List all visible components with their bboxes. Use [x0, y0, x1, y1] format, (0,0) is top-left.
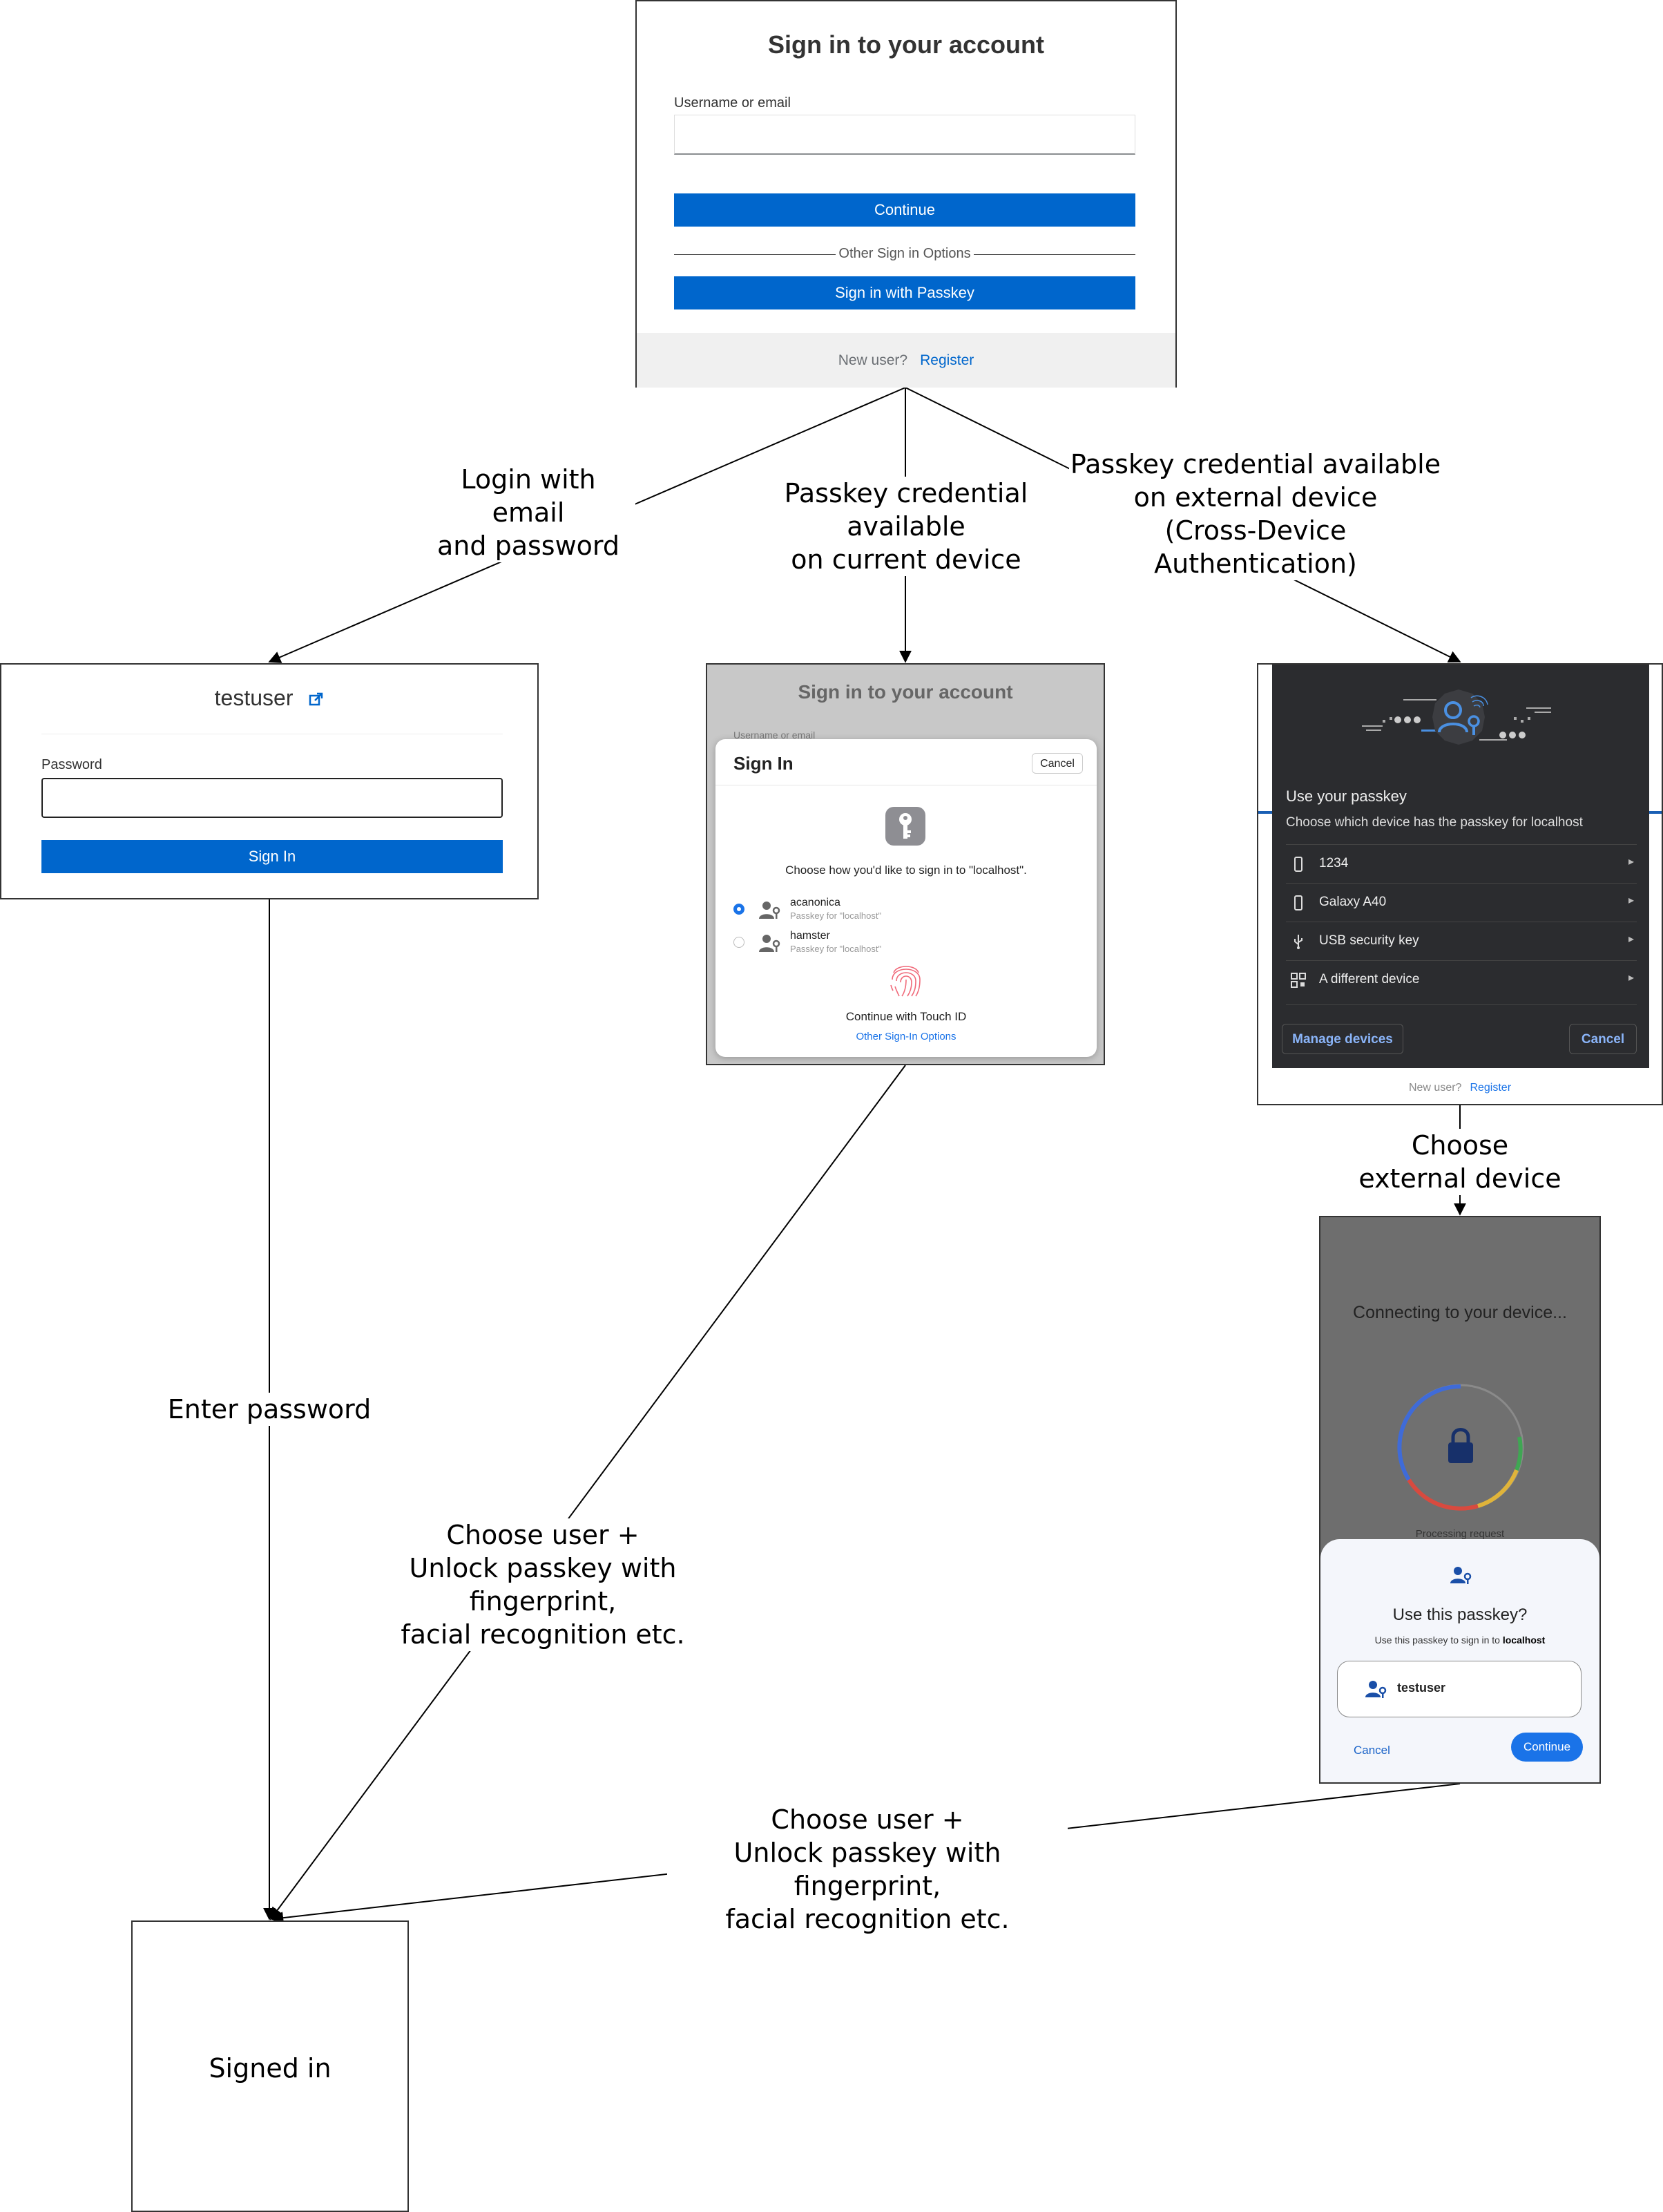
- edge-label-unlock-remote: Choose user + Unlock passkey with finger…: [667, 1803, 1068, 1936]
- register-link[interactable]: Register: [920, 352, 974, 368]
- device-name: USB security key: [1319, 933, 1419, 948]
- account-name: hamster: [790, 930, 830, 942]
- chevron-right-icon: ▸: [1628, 856, 1634, 868]
- password-label: Password: [41, 757, 102, 772]
- qr-code-icon: [1291, 973, 1306, 988]
- page-title: Sign in to your account: [767, 30, 1044, 59]
- register-footer: New user? Register: [637, 333, 1175, 388]
- chevron-right-icon: ▸: [1628, 972, 1634, 984]
- account-sub: Passkey for "localhost": [790, 910, 882, 921]
- account-option-2[interactable]: hamster Passkey for "localhost": [733, 930, 1065, 957]
- choose-prompt: Choose how you'd like to sign in to "loc…: [785, 864, 1027, 877]
- lock-progress-ring: [1397, 1384, 1524, 1511]
- processing-text: Processing request: [1415, 1528, 1505, 1540]
- register-footer: New user? Register: [1258, 1082, 1662, 1094]
- usb-icon: [1294, 935, 1302, 949]
- password-input[interactable]: [41, 778, 503, 818]
- dialog-subheading: Choose which device has the passkey for …: [1286, 815, 1583, 830]
- host-name: localhost: [1502, 1634, 1546, 1646]
- background-title: Sign in to your account: [798, 681, 1013, 703]
- lock-icon: [1448, 1428, 1473, 1463]
- new-user-text: New user?: [1408, 1082, 1462, 1094]
- continue-button[interactable]: Continue: [674, 193, 1135, 227]
- device-name: 1234: [1319, 856, 1349, 870]
- passkey-bottom-sheet: Use this passkey? Use this passkey to si…: [1320, 1539, 1599, 1782]
- account-sub: Passkey for "localhost": [790, 944, 882, 954]
- signin-dialog: Sign In Cancel Choose how you'd like to …: [715, 739, 1097, 1057]
- sheet-title: Use this passkey?: [1392, 1605, 1528, 1624]
- dialog-title: Sign In: [733, 753, 794, 774]
- signed-in-text: Signed in: [209, 2053, 331, 2084]
- radio-selected[interactable]: [733, 904, 744, 915]
- phone-icon: [1294, 857, 1302, 872]
- account-option-1[interactable]: acanonica Passkey for "localhost": [733, 897, 1065, 924]
- radio-unselected[interactable]: [733, 937, 744, 948]
- local-passkey-screenshot: Sign in to your account Username or emai…: [706, 663, 1105, 1065]
- device-option-phone-1[interactable]: 1234 ▸: [1286, 844, 1637, 883]
- username-header: testuser: [1, 685, 537, 711]
- new-user-text: New user?: [838, 352, 908, 368]
- chevron-right-icon: ▸: [1628, 895, 1634, 906]
- edge-label-email-password: Login with email and password: [421, 463, 635, 562]
- cancel-button[interactable]: Cancel: [1569, 1024, 1637, 1054]
- edge-label-external-device: Passkey credential available on external…: [1069, 448, 1442, 580]
- background-label: Username or email: [733, 730, 816, 741]
- edge-label-enter-password: Enter password: [163, 1393, 376, 1426]
- phone-icon: [1294, 895, 1302, 910]
- connecting-text: Connecting to your device...: [1353, 1303, 1567, 1322]
- device-option-phone-2[interactable]: Galaxy A40 ▸: [1286, 883, 1637, 922]
- manage-devices-button[interactable]: Manage devices: [1282, 1024, 1403, 1054]
- register-link[interactable]: Register: [1470, 1082, 1512, 1094]
- user-key-icon: [1450, 1567, 1472, 1584]
- fingerprint-icon[interactable]: [887, 959, 925, 999]
- device-name: A different device: [1319, 972, 1420, 986]
- edge-label-unlock-local: Choose user + Unlock passkey with finger…: [343, 1518, 743, 1651]
- continue-button[interactable]: Continue: [1511, 1733, 1583, 1762]
- edge-label-current-device: Passkey credential available on current …: [780, 477, 1032, 576]
- external-device-screenshot: Use your passkey Choose which device has…: [1257, 663, 1663, 1105]
- chevron-right-icon: ▸: [1628, 933, 1634, 945]
- device-option-usb[interactable]: USB security key ▸: [1286, 922, 1637, 960]
- device-name: Galaxy A40: [1319, 895, 1387, 909]
- sheet-subtitle: Use this passkey to sign in to localhost: [1374, 1634, 1546, 1646]
- signin-screenshot: Sign in to your account Username or emai…: [635, 0, 1177, 388]
- passkey-button[interactable]: Sign in with Passkey: [674, 276, 1135, 309]
- device-option-different[interactable]: A different device ▸: [1286, 960, 1637, 999]
- user-key-icon: [759, 902, 780, 919]
- account-option[interactable]: testuser: [1337, 1661, 1582, 1717]
- touch-id-text: Continue with Touch ID: [845, 1010, 967, 1023]
- edge-label-choose-external: Choose external device: [1356, 1129, 1564, 1195]
- dialog-separator: [1286, 1004, 1637, 1005]
- user-key-icon: [1365, 1681, 1387, 1698]
- user-key-icon: [759, 935, 780, 952]
- passkey-device-dialog: Use your passkey Choose which device has…: [1272, 665, 1649, 1068]
- options-divider: Other Sign in Options: [674, 246, 1135, 263]
- password-screenshot: testuser Password Sign In: [0, 663, 539, 899]
- passkey-illustration: [1362, 689, 1551, 745]
- account-name: acanonica: [790, 897, 840, 908]
- external-link-icon[interactable]: [309, 692, 324, 707]
- other-options-link[interactable]: Other Sign-In Options: [856, 1031, 957, 1042]
- signin-button[interactable]: Sign In: [41, 840, 503, 873]
- username-text: testuser: [214, 685, 294, 710]
- username-input[interactable]: [674, 115, 1135, 155]
- other-options-text: Other Sign in Options: [838, 246, 971, 261]
- phone-screenshot: Connecting to your device... Processing …: [1319, 1216, 1601, 1784]
- account-name: testuser: [1397, 1681, 1446, 1695]
- cancel-button[interactable]: Cancel: [1032, 753, 1083, 774]
- username-label: Username or email: [674, 95, 791, 111]
- key-icon: [885, 807, 925, 846]
- dialog-heading: Use your passkey: [1286, 788, 1407, 805]
- signed-in-node: Signed in: [131, 1920, 409, 2212]
- edge-local-to-signed: [269, 1065, 906, 1920]
- cancel-button[interactable]: Cancel: [1354, 1744, 1390, 1757]
